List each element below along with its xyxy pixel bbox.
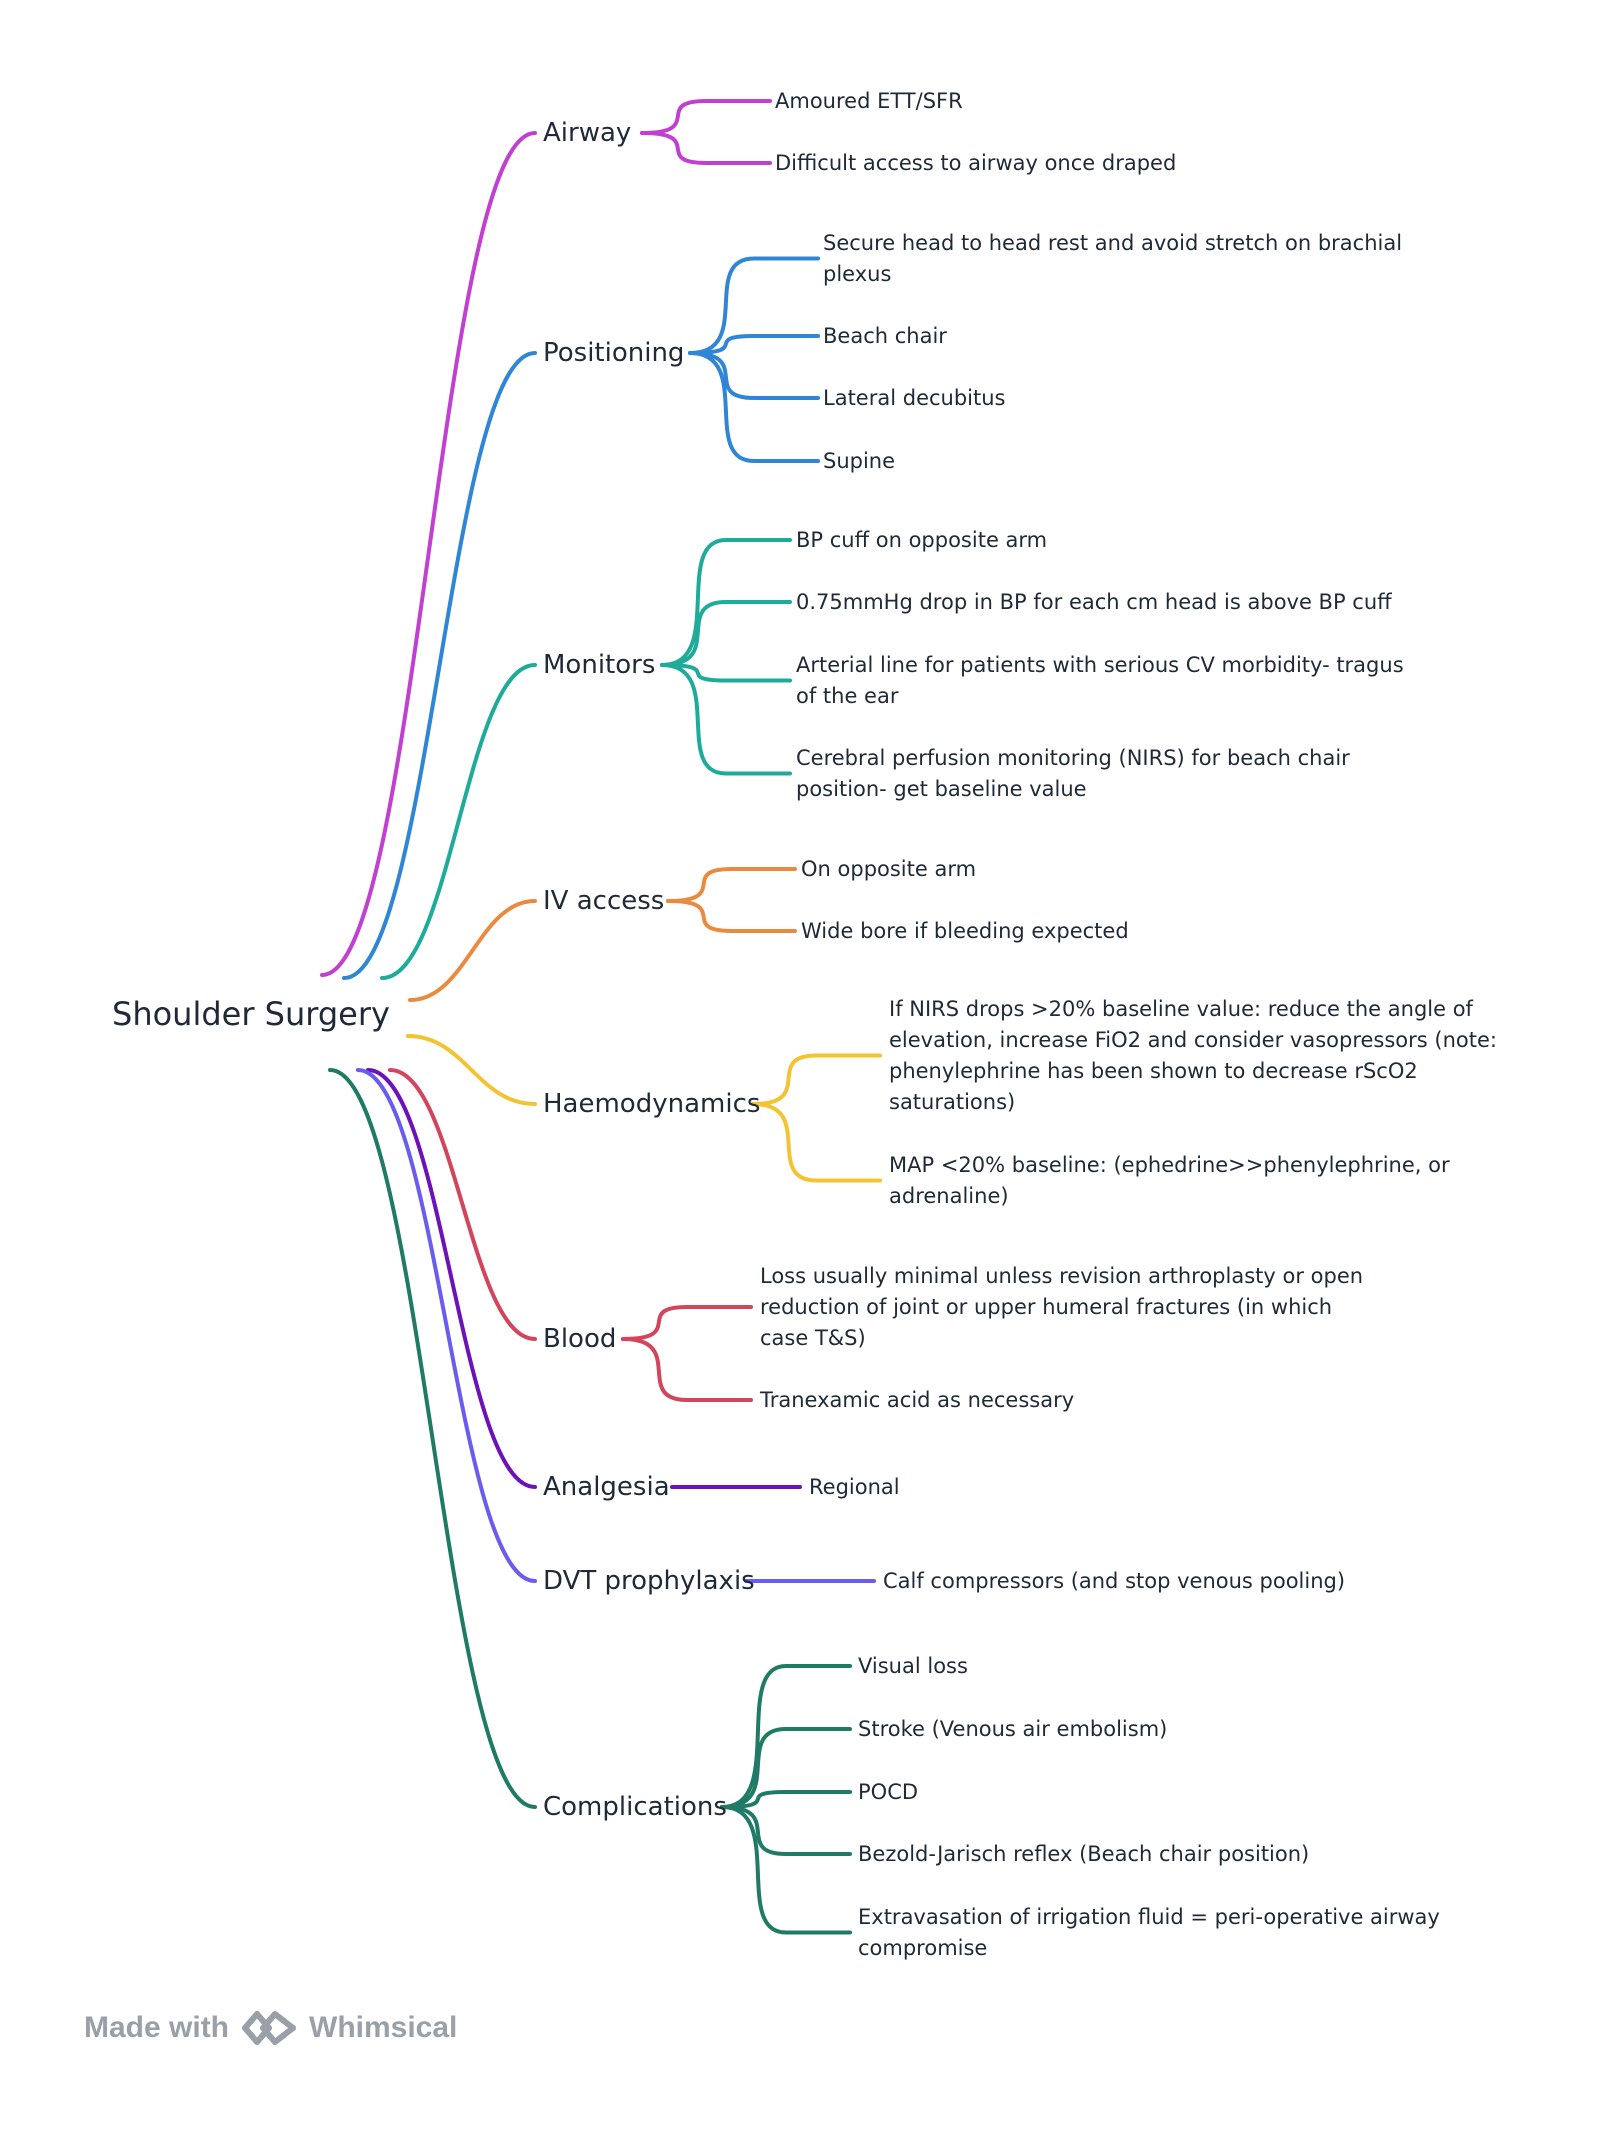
leaf-blood-2-line-1[interactable]: Tranexamic acid as necessary: [759, 1388, 1074, 1412]
connector-haemodynamics-1: [751, 1053, 882, 1106]
leaf-monitors-4-line-2[interactable]: position- get baseline value: [796, 777, 1087, 801]
branch-monitors-label[interactable]: Monitors: [543, 650, 655, 680]
branch-blood-label[interactable]: Blood: [543, 1324, 616, 1354]
connector-monitors-3: [660, 663, 792, 683]
branch-haemodynamics-label[interactable]: Haemodynamics: [543, 1089, 760, 1119]
connector-complications-3: [720, 1790, 852, 1809]
leaf-haemodynamics-1-line-2[interactable]: elevation, increase FiO2 and consider va…: [889, 1028, 1497, 1052]
leaf-positioning-2-line-1[interactable]: Beach chair: [823, 324, 947, 348]
leaf-dvt-prophylaxis-1-line-1[interactable]: Calf compressors (and stop venous poolin…: [883, 1569, 1345, 1593]
leaf-positioning-1-line-1[interactable]: Secure head to head rest and avoid stret…: [823, 231, 1402, 255]
connector-positioning-4: [688, 351, 820, 463]
made-with-whimsical-badge[interactable]: Made with Whimsical: [84, 2006, 457, 2050]
connector-complications-1: [720, 1664, 852, 1809]
leaf-positioning-1-line-2[interactable]: plexus: [823, 262, 891, 286]
connector-iv-access-1: [666, 867, 797, 903]
leaf-haemodynamics-2-line-1[interactable]: MAP <20% baseline: (ephedrine>>phenyleph…: [889, 1153, 1450, 1177]
connector-blood-1: [621, 1305, 753, 1341]
connector-root-analgesia: [366, 1068, 537, 1489]
connector-positioning-2: [688, 334, 820, 355]
leaf-blood-1-line-3[interactable]: case T&S): [760, 1326, 866, 1350]
leaf-positioning-4-line-1[interactable]: Supine: [823, 449, 895, 473]
connector-complications-4: [720, 1805, 852, 1856]
leaf-airway-2-line-1[interactable]: Difficult access to airway once draped: [775, 151, 1176, 175]
connector-root-dvt-prophylaxis: [356, 1068, 537, 1583]
branch-complications-label[interactable]: Complications: [543, 1792, 727, 1822]
branch-analgesia-label[interactable]: Analgesia: [543, 1472, 670, 1502]
connector-haemodynamics-2: [751, 1102, 882, 1183]
whimsical-logo-icon: [242, 2011, 297, 2045]
leaf-haemodynamics-1-line-4[interactable]: saturations): [889, 1090, 1015, 1114]
connector-root-airway: [320, 131, 537, 977]
leaf-complications-3-line-1[interactable]: POCD: [858, 1780, 918, 1804]
leaf-complications-5-line-2[interactable]: compromise: [858, 1936, 987, 1960]
branch-airway-label[interactable]: Airway: [543, 118, 631, 148]
root-node-label: Shoulder Surgery: [112, 995, 390, 1033]
connector-blood-2: [621, 1337, 753, 1402]
leaf-positioning-3-line-1[interactable]: Lateral decubitus: [823, 386, 1006, 410]
connector-iv-access-2: [666, 899, 797, 933]
leaf-monitors-2-line-1[interactable]: 0.75mmHg drop in BP for each cm head is …: [796, 590, 1392, 614]
connector-airway-1: [640, 99, 772, 135]
leaf-haemodynamics-2-line-2[interactable]: adrenaline): [889, 1184, 1009, 1208]
leaf-haemodynamics-1-line-1[interactable]: If NIRS drops >20% baseline value: reduc…: [889, 997, 1474, 1021]
leaf-blood-1-line-2[interactable]: reduction of joint or upper humeral frac…: [760, 1295, 1332, 1319]
connector-complications-5: [720, 1805, 852, 1935]
branch-dvt-prophylaxis-label[interactable]: DVT prophylaxis: [543, 1566, 755, 1596]
connector-root-blood: [388, 1068, 537, 1341]
connector-positioning-3: [688, 351, 820, 400]
leaf-monitors-3-line-2[interactable]: of the ear: [796, 684, 899, 708]
leaf-iv-access-1-line-1[interactable]: On opposite arm: [801, 857, 976, 881]
connector-airway-2: [640, 131, 772, 165]
leaf-analgesia-1-line-1[interactable]: Regional: [809, 1475, 900, 1499]
branch-iv-access-label[interactable]: IV access: [543, 886, 664, 916]
leaf-blood-1-line-1[interactable]: Loss usually minimal unless revision art…: [760, 1264, 1363, 1288]
connector-complications-2: [720, 1727, 852, 1809]
leaf-airway-1-line-1[interactable]: Amoured ETT/SFR: [775, 89, 963, 113]
connector-monitors-4: [660, 663, 792, 776]
connector-root-complications: [328, 1068, 537, 1809]
leaf-iv-access-2-line-1[interactable]: Wide bore if bleeding expected: [801, 919, 1129, 943]
connector-positioning-1: [688, 256, 820, 355]
leaf-haemodynamics-1-line-3[interactable]: phenylephrine has been shown to decrease…: [889, 1059, 1418, 1083]
connector-root-monitors: [380, 663, 537, 980]
connector-root-haemodynamics: [406, 1034, 537, 1106]
leaf-monitors-3-line-1[interactable]: Arterial line for patients with serious …: [796, 653, 1404, 677]
connector-monitors-2: [660, 600, 792, 667]
whimsical-brand-text: Whimsical: [309, 2011, 458, 2044]
connector-lines: [320, 99, 882, 1935]
leaf-monitors-4-line-1[interactable]: Cerebral perfusion monitoring (NIRS) for…: [796, 746, 1350, 770]
connector-root-positioning: [342, 351, 537, 980]
leaf-complications-4-line-1[interactable]: Bezold-Jarisch reflex (Beach chair posit…: [858, 1842, 1309, 1866]
leaf-complications-1-line-1[interactable]: Visual loss: [858, 1654, 968, 1678]
leaf-monitors-1-line-1[interactable]: BP cuff on opposite arm: [796, 528, 1047, 552]
leaf-complications-5-line-1[interactable]: Extravasation of irrigation fluid = peri…: [858, 1905, 1440, 1929]
made-with-text: Made with: [84, 2011, 230, 2044]
connector-monitors-1: [660, 538, 792, 667]
connector-root-iv-access: [408, 899, 537, 1002]
leaf-complications-2-line-1[interactable]: Stroke (Venous air embolism): [858, 1717, 1167, 1741]
branch-positioning-label[interactable]: Positioning: [543, 338, 684, 368]
mind-map-nodes: Shoulder Surgery Airway Amoured ETT/SFR Dif…: [112, 89, 1497, 1960]
